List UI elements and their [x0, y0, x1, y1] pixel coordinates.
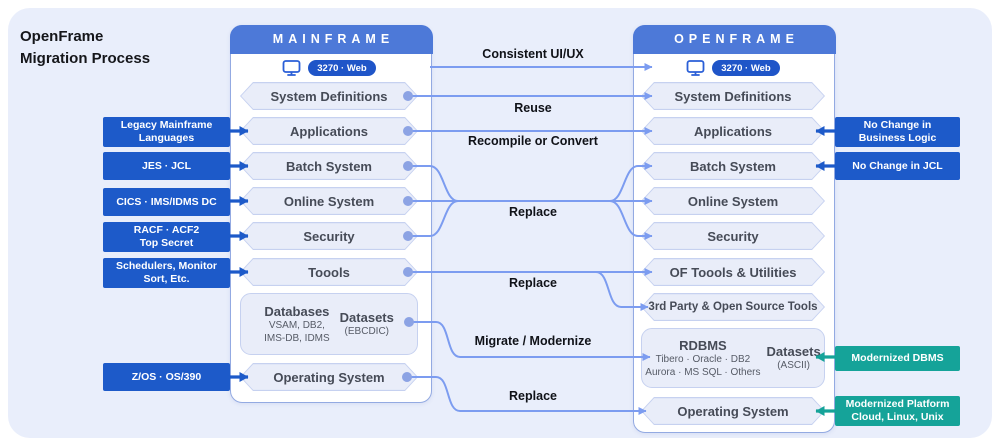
openframe-pill-batch-system: Batch System	[641, 152, 825, 180]
rdbms-group: RDBMS Tibero · Oracle · DB2 Aurora · MS …	[645, 337, 761, 378]
flow-label-migrate-modernize: Migrate / Modernize	[474, 334, 592, 348]
flow-label-reuse: Reuse	[514, 101, 552, 115]
databases-group: Databases VSAM, DB2, IMS-DB, IDMS	[264, 303, 330, 344]
left-label-zos-os390: Z/OS · OS/390	[103, 363, 230, 391]
openframe-pill-3rd-party-tools: 3rd Party & Open Source Tools	[641, 293, 825, 321]
flow-label-replace-tools: Replace	[509, 276, 557, 290]
openframe-rdbms-box: RDBMS Tibero · Oracle · DB2 Aurora · MS …	[641, 328, 825, 388]
flow-label-replace-systems: Replace	[509, 205, 557, 219]
mainframe-pill-operating-system: Operating System	[240, 363, 418, 391]
mainframe-pill-security: Security	[240, 222, 418, 250]
page-title-line1: OpenFrame	[20, 28, 104, 45]
mainframe-databases-box: Databases VSAM, DB2, IMS-DB, IDMS Datase…	[240, 293, 418, 355]
openframe-pill-operating-system: Operating System	[641, 397, 825, 425]
openframe-terminal-row: 3270 · Web	[641, 57, 825, 79]
mainframe-pill-tools: Toools	[240, 258, 418, 286]
monitor-icon	[686, 60, 705, 76]
openframe-pill-of-tools-utilities: OF Toools & Utilities	[641, 258, 825, 286]
terminal-badge: 3270 · Web	[712, 60, 780, 76]
mainframe-header: MAINFRAME	[229, 24, 433, 54]
datasets-group: Datasets (ASCII)	[766, 344, 821, 371]
mainframe-pill-system-definitions: System Definitions	[240, 82, 418, 110]
datasets-group: Datasets (EBCDIC)	[339, 310, 394, 337]
openframe-header: OPENFRAME	[632, 24, 836, 54]
terminal-badge: 3270 · Web	[308, 60, 376, 76]
left-label-cics-ims-idms: CICS · IMS/IDMS DC	[103, 188, 230, 216]
flow-label-consistent-ui-ux: Consistent UI/UX	[482, 47, 584, 61]
right-label-modernized-dbms: Modernized DBMS	[835, 346, 960, 371]
page-title-line2: Migration Process	[20, 50, 151, 67]
openframe-pill-online-system: Online System	[641, 187, 825, 215]
monitor-icon	[282, 60, 301, 76]
openframe-pill-applications: Applications	[641, 117, 825, 145]
mainframe-pill-batch-system: Batch System	[240, 152, 418, 180]
openframe-pill-security: Security	[641, 222, 825, 250]
mainframe-pill-applications: Applications	[240, 117, 418, 145]
flow-label-recompile-convert: Recompile or Convert	[468, 134, 598, 148]
right-label-no-change-jcl: No Change in JCL	[835, 152, 960, 180]
mainframe-pill-online-system: Online System	[240, 187, 418, 215]
page-title: OpenFrame Migration Process	[20, 26, 150, 70]
openframe-pill-system-definitions: System Definitions	[641, 82, 825, 110]
left-label-jes-jcl: JES · JCL	[103, 152, 230, 180]
flow-label-replace-os: Replace	[509, 389, 557, 403]
mainframe-terminal-row: 3270 · Web	[240, 57, 418, 79]
